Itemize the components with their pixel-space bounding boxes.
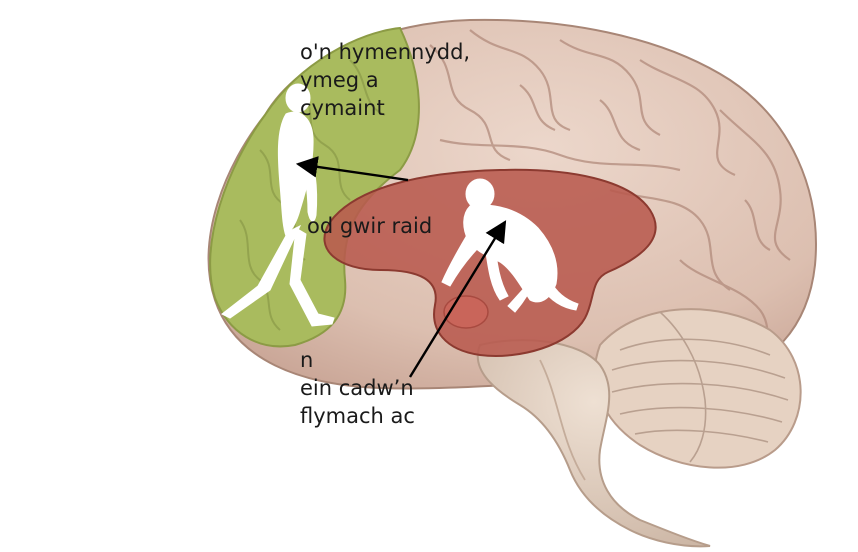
lower-caption-line: flymach ac xyxy=(300,402,415,430)
lower-caption-line: ein cadw’n xyxy=(300,374,415,402)
upper-caption-line: cymaint xyxy=(300,94,470,122)
upper-caption-line: ymeg a xyxy=(300,66,470,94)
upper-caption: o'n hymennydd, ymeg a cymaint xyxy=(300,38,470,122)
lower-caption-line: n xyxy=(300,346,415,374)
upper-caption-line: o'n hymennydd, xyxy=(300,38,470,66)
lower-caption: n ein cadw’n flymach ac xyxy=(300,346,415,430)
middle-caption: od gwir raid xyxy=(307,212,432,240)
